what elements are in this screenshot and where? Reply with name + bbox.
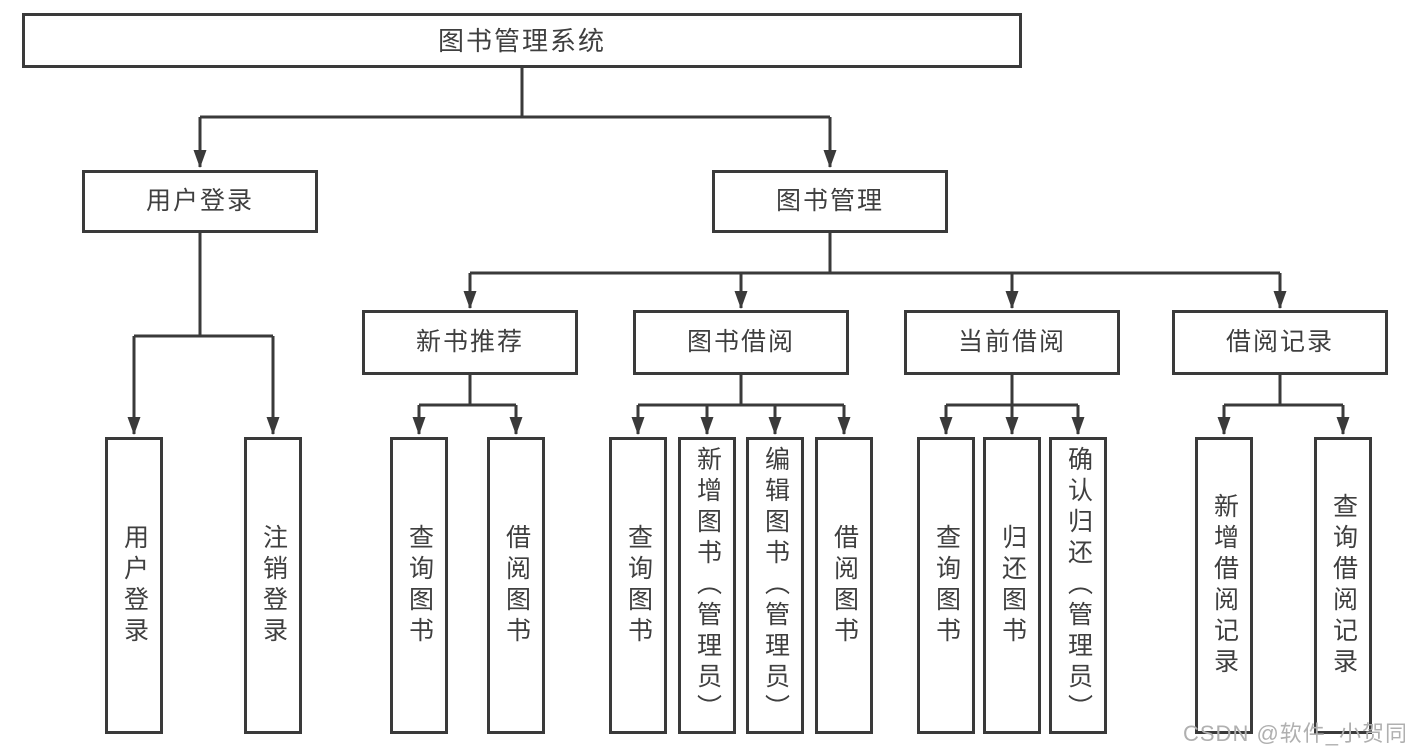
leaf-records-add-label: 新增借阅记录	[1210, 492, 1239, 679]
node-book-borrow-label: 图书借阅	[686, 328, 795, 356]
leaf-user-login-label: 用户登录	[120, 523, 149, 648]
leaf-logout: 注销登录	[244, 437, 302, 734]
node-root-label: 图书管理系统	[437, 25, 606, 56]
leaf-records-add: 新增借阅记录	[1195, 437, 1253, 734]
leaf-current-return: 归还图书	[983, 437, 1041, 734]
node-new-book-recommend-label: 新书推荐	[415, 328, 524, 356]
leaf-user-login: 用户登录	[105, 437, 163, 734]
node-current-borrow: 当前借阅	[904, 310, 1120, 375]
node-borrow-records-label: 借阅记录	[1225, 328, 1334, 356]
leaf-borrow-borrow: 借阅图书	[815, 437, 873, 734]
leaf-current-query-label: 查询图书	[932, 523, 961, 648]
leaf-borrow-query-label: 查询图书	[624, 523, 653, 648]
leaf-records-query-label: 查询借阅记录	[1329, 492, 1358, 679]
leaf-newbooks-borrow: 借阅图书	[487, 437, 545, 734]
leaf-borrow-add-admin-label: 新增图书（管理员）	[693, 446, 722, 725]
leaf-borrow-add-admin: 新增图书（管理员）	[678, 437, 736, 734]
node-book-borrow: 图书借阅	[633, 310, 849, 375]
node-user-login: 用户登录	[82, 170, 318, 233]
leaf-borrow-edit-admin-label: 编辑图书（管理员）	[761, 446, 790, 725]
node-new-book-recommend: 新书推荐	[362, 310, 578, 375]
node-user-login-label: 用户登录	[145, 187, 254, 215]
leaf-current-confirm-admin-label: 确认归还（管理员）	[1064, 446, 1093, 725]
csdn-watermark: CSDN @软件_小贺同学	[1183, 721, 1405, 746]
node-borrow-records: 借阅记录	[1172, 310, 1388, 375]
leaf-current-confirm-admin: 确认归还（管理员）	[1049, 437, 1107, 734]
leaf-newbooks-query-label: 查询图书	[405, 523, 434, 648]
node-book-management-label: 图书管理	[775, 187, 884, 215]
leaf-borrow-borrow-label: 借阅图书	[830, 523, 859, 648]
leaf-borrow-query: 查询图书	[609, 437, 667, 734]
leaf-current-query: 查询图书	[917, 437, 975, 734]
leaf-borrow-edit-admin: 编辑图书（管理员）	[746, 437, 804, 734]
node-current-borrow-label: 当前借阅	[957, 328, 1066, 356]
leaf-current-return-label: 归还图书	[998, 523, 1027, 648]
leaf-records-query: 查询借阅记录	[1314, 437, 1372, 734]
leaf-logout-label: 注销登录	[259, 523, 288, 648]
leaf-newbooks-borrow-label: 借阅图书	[502, 523, 531, 648]
node-book-management: 图书管理	[712, 170, 948, 233]
node-root: 图书管理系统	[22, 13, 1022, 68]
leaf-newbooks-query: 查询图书	[390, 437, 448, 734]
